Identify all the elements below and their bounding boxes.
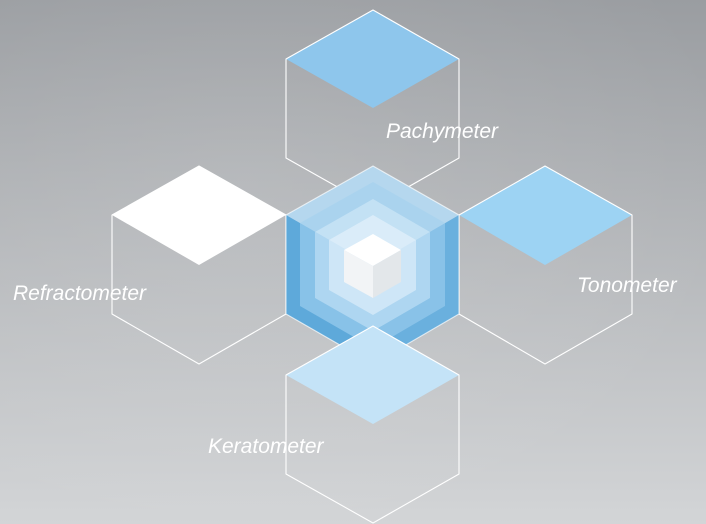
label-tonometer: Tonometer [577,274,678,297]
center-cube [285,165,460,365]
label-pachymeter: Pachymeter [386,120,499,143]
label-refractometer: Refractometer [13,282,147,305]
keratometer-cube-outline [285,325,460,524]
core-cube [344,234,401,298]
core-cube-left [344,250,373,298]
core-cube-top [344,234,401,266]
label-keratometer: Keratometer [208,435,325,458]
core-cube-right [373,250,401,298]
keratometer-cube [285,325,460,524]
